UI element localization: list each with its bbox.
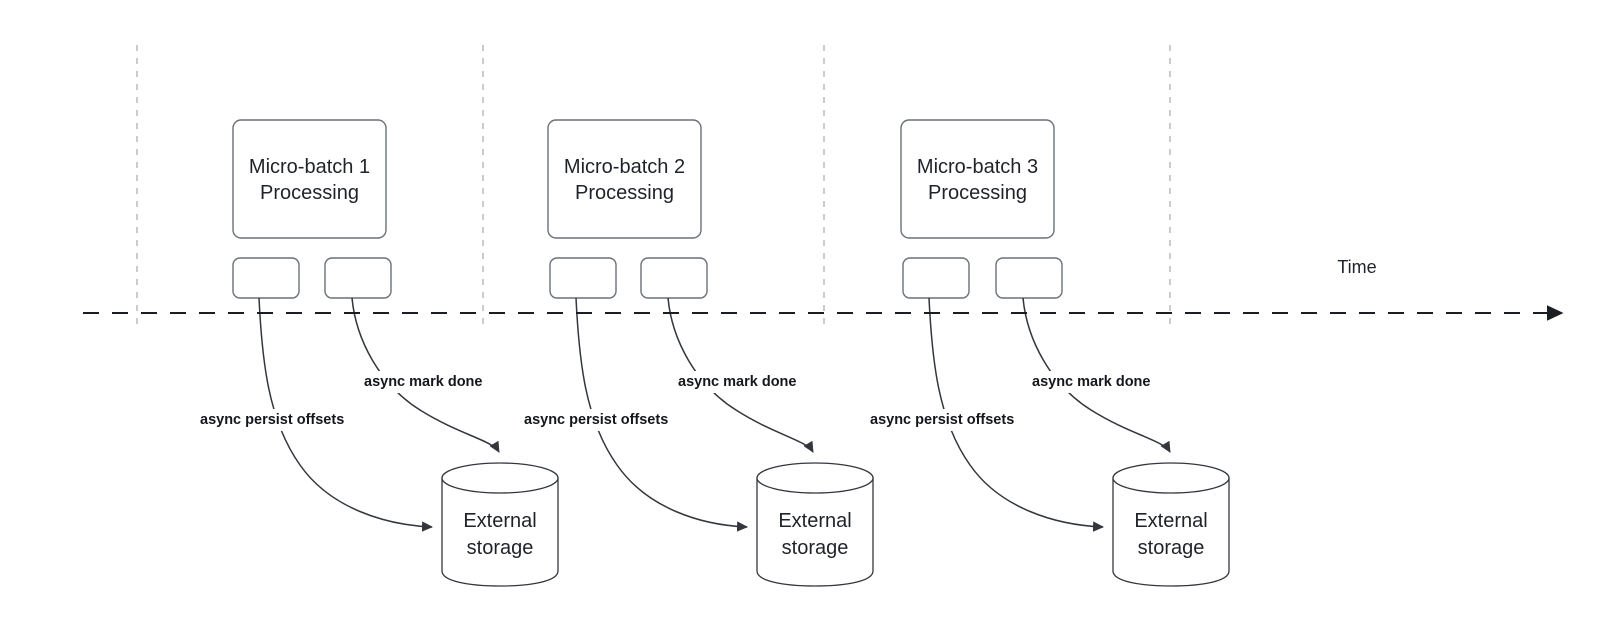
mark-done-label-3: async mark done <box>1032 374 1150 390</box>
microbatch-3-box[interactable] <box>900 119 1055 239</box>
external-storage-2-label-line1: External <box>778 510 851 532</box>
external-storage-2-label-line2: storage <box>782 537 849 559</box>
external-storage-3-label-line1: External <box>1134 510 1207 532</box>
external-storage-3-label-line2: storage <box>1138 537 1205 559</box>
persist-offsets-label-2: async persist offsets <box>524 412 668 428</box>
external-storage-3[interactable] <box>1112 462 1230 587</box>
time-axis: Time <box>83 257 1564 321</box>
microbatch-3-label-line1: Micro-batch 3 <box>917 156 1038 178</box>
microbatch-2-box[interactable] <box>547 119 702 239</box>
mark-done-label-2: async mark done <box>678 374 796 390</box>
microbatch-1-label-line1: Micro-batch 1 <box>249 156 370 178</box>
microbatch-group-3: Micro-batch 3 Processing External storag… <box>866 119 1230 587</box>
mark-done-task-3[interactable] <box>995 257 1063 299</box>
mark-done-task-1[interactable] <box>324 257 392 299</box>
persist-offsets-edge-3 <box>928 297 1104 532</box>
persist-offsets-label-1: async persist offsets <box>200 412 344 428</box>
mark-done-edge-2 <box>667 297 814 453</box>
persist-offsets-task-1[interactable] <box>232 257 300 299</box>
microbatch-3-label-line2: Processing <box>928 182 1027 204</box>
persist-offsets-edge-1 <box>258 297 433 532</box>
microbatch-2-label-line1: Micro-batch 2 <box>564 156 685 178</box>
persist-offsets-edge-2 <box>575 297 748 532</box>
persist-offsets-task-2[interactable] <box>549 257 617 299</box>
mark-done-edge-1 <box>351 297 500 453</box>
microbatch-group-2: Micro-batch 2 Processing External storag… <box>520 119 874 587</box>
external-storage-1-label-line1: External <box>463 510 536 532</box>
persist-offsets-label-3: async persist offsets <box>870 412 1014 428</box>
external-storage-2[interactable] <box>756 462 874 587</box>
external-storage-1-label-line2: storage <box>467 537 534 559</box>
microbatch-2-label-line2: Processing <box>575 182 674 204</box>
mark-done-edge-3 <box>1022 297 1171 453</box>
mark-done-label-1: async mark done <box>364 374 482 390</box>
time-axis-label: Time <box>1337 257 1376 277</box>
microbatch-group-1: Micro-batch 1 Processing External storag… <box>196 119 559 587</box>
persist-offsets-task-3[interactable] <box>902 257 970 299</box>
external-storage-1[interactable] <box>441 462 559 587</box>
mark-done-task-2[interactable] <box>640 257 708 299</box>
microbatch-1-label-line2: Processing <box>260 182 359 204</box>
microbatch-1-box[interactable] <box>232 119 387 239</box>
